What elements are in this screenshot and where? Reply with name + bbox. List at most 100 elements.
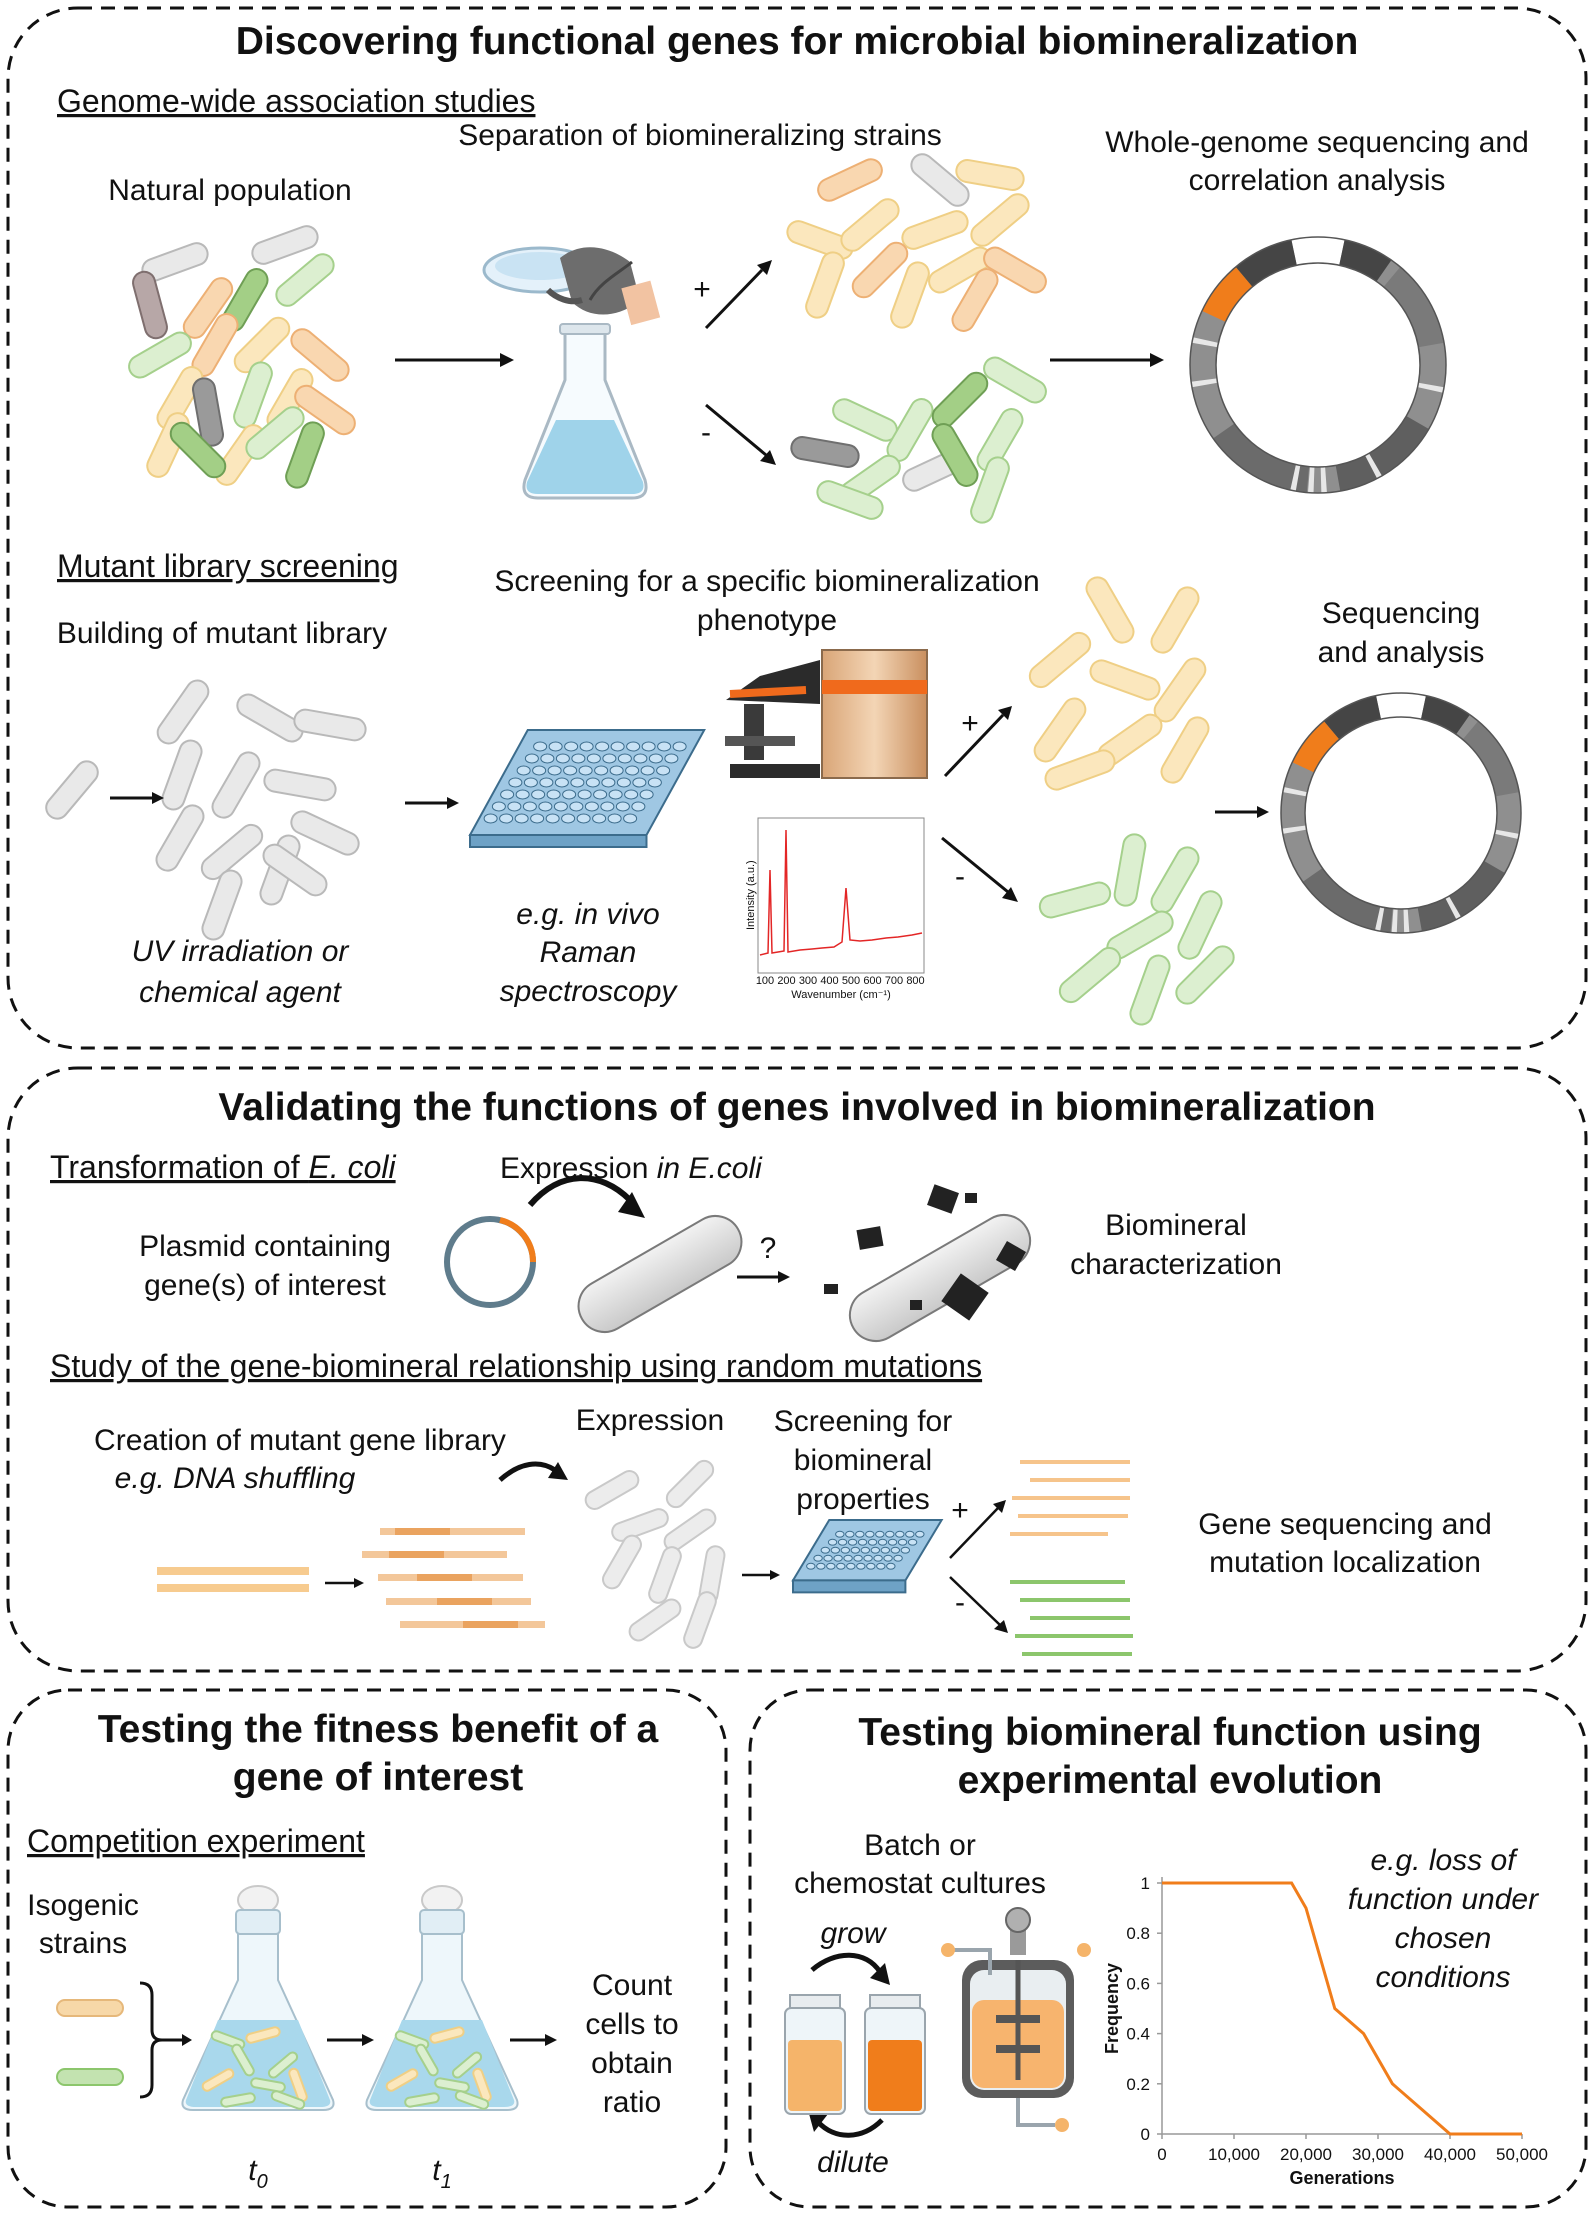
genome-marker (1204, 380, 1205, 385)
bacterium-cell (815, 156, 886, 205)
competition-heading: Competition experiment (27, 1823, 365, 1859)
genome-marker (1295, 790, 1296, 795)
microplate-well (834, 1555, 842, 1561)
spectrum-tick-label: 400 (820, 975, 838, 987)
sequencing-read (1015, 1634, 1133, 1638)
seq-label-line1: Sequencing (1322, 597, 1480, 630)
separation-label: Separation of biomineralizing strains (458, 119, 942, 152)
biomineral-char-line1: Biomineral (1105, 1209, 1247, 1242)
plasmid-icon (447, 1219, 533, 1305)
bacterium-cell (1082, 573, 1137, 646)
microplate-screening (793, 1520, 942, 1592)
screen-label-line2: biomineral (794, 1444, 932, 1477)
microplate-well (851, 1547, 859, 1553)
microplate-well (562, 814, 575, 823)
bacterium-cell (967, 190, 1033, 251)
microplate-well (848, 1539, 856, 1545)
bacterium-cell (1055, 943, 1124, 1006)
microplate-well (554, 802, 567, 811)
screen-label-line1: Screening for (774, 1405, 952, 1438)
expression-curved-arrow (500, 1464, 555, 1480)
chart-x-tick-label: 0 (1157, 2145, 1166, 2164)
microplate-well (854, 1555, 862, 1561)
microplate-well (549, 742, 562, 751)
microplate-well (540, 778, 553, 787)
mutant-minus-sign: - (955, 860, 965, 893)
genome-segment (1379, 705, 1424, 707)
microplate-well (673, 742, 686, 751)
microplate-well (627, 742, 640, 751)
microplate-well (641, 766, 654, 775)
microplate-well (618, 754, 631, 763)
mutant-heading: Mutant library screening (57, 548, 398, 584)
microplate-well (492, 802, 505, 811)
genome-gene-of-interest (1214, 277, 1244, 316)
microplate-well (625, 790, 638, 799)
microplate-well (565, 742, 578, 751)
microplate-well (579, 766, 592, 775)
microplate-well (533, 766, 546, 775)
grow-label: grow (820, 1917, 887, 1950)
bacterium-cell (1147, 583, 1202, 656)
bacterium-cell (1113, 833, 1147, 908)
wildtype-gene-line (157, 1567, 309, 1575)
bacterium-cell (1037, 880, 1112, 920)
microplate-well (585, 802, 598, 811)
batch-line2: chemostat cultures (794, 1867, 1046, 1900)
microplate-well (844, 1555, 852, 1561)
bacterium-cell (1147, 843, 1202, 916)
geneseq-label-line2: mutation localization (1209, 1546, 1481, 1579)
biomineralizing-cells-plus (784, 150, 1050, 335)
microplate-well (500, 814, 513, 823)
genome-marker (1205, 340, 1206, 345)
study-heading: Study of the gene-biomineral relationshi… (50, 1348, 982, 1384)
bacterium-cell (42, 757, 103, 823)
microplate-well (515, 814, 528, 823)
microplate-well (908, 1539, 916, 1545)
gloved-hand-with-petri-dish (484, 247, 660, 325)
raman-label-line2: Raman (540, 936, 637, 969)
screen-label-line3: properties (796, 1483, 929, 1516)
evolution-title-line2: experimental evolution (958, 1759, 1383, 1802)
microplate-well (548, 766, 561, 775)
sequencing-read (1030, 1478, 1130, 1482)
microplate-well (524, 778, 537, 787)
biomineral-char-line2: characterization (1070, 1248, 1282, 1281)
microplate-side (470, 835, 647, 847)
microplate-well (876, 1531, 884, 1537)
genome-segment (1294, 250, 1342, 253)
genome-segment (1392, 277, 1431, 345)
microplate-side (793, 1580, 905, 1592)
chart-y-tick-label: 0.6 (1126, 1974, 1150, 1993)
sequencing-read-lines (1010, 1460, 1133, 1656)
microplate-well (884, 1555, 892, 1561)
mutant-gene-segment (437, 1598, 492, 1605)
bacterium-cell (830, 396, 901, 445)
evolution-note-line3: chosen (1395, 1922, 1492, 1955)
microplate-well (525, 754, 538, 763)
microplate-well (509, 778, 522, 787)
microplate-well (508, 802, 521, 811)
uv-label-line1: UV irradiation or (132, 935, 350, 968)
count-line1: Count (592, 1969, 673, 2002)
screening-label-line1: Screening for a specific biomineralizati… (494, 565, 1039, 598)
spectrum-tick-label: 200 (777, 975, 795, 987)
microplate-well (634, 754, 647, 763)
microplate-well (901, 1547, 909, 1553)
microplate-well (814, 1555, 822, 1561)
microplate-well (555, 778, 568, 787)
microplate-well (841, 1547, 849, 1553)
microplate-well (563, 790, 576, 799)
creation-label-line2: e.g. DNA shuffling (115, 1462, 356, 1495)
microplate-well (556, 754, 569, 763)
validate-title: Validating the functions of genes involv… (218, 1086, 1375, 1129)
transform-heading: Transformation of E. coli (50, 1149, 397, 1185)
microplate-well (864, 1555, 872, 1561)
isogenic-strains (57, 2000, 123, 2085)
plasmid-label-line1: Plasmid containing (139, 1230, 391, 1263)
genome-marker (1371, 465, 1375, 467)
microplate-well (603, 754, 616, 763)
building-label: Building of mutant library (57, 617, 387, 650)
sequencing-read (1030, 1616, 1130, 1620)
microplate-96-well (470, 730, 704, 847)
